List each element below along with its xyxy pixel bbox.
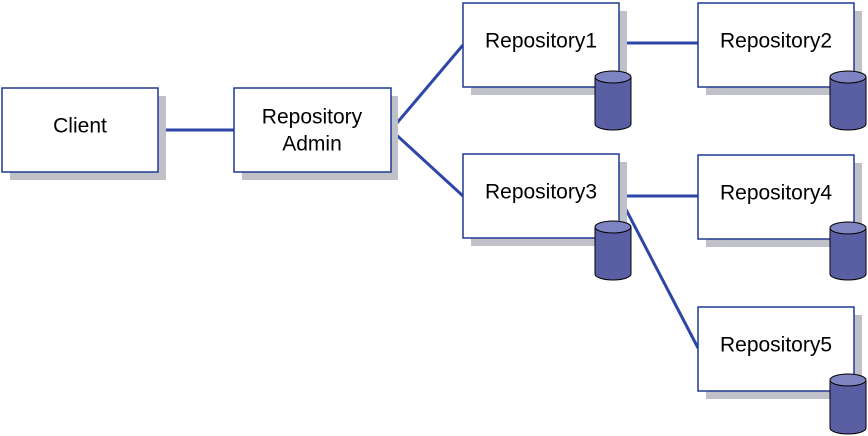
client-box xyxy=(1,87,159,173)
connector-admin-repo1 xyxy=(389,44,465,131)
node-repository-admin[interactable]: Repository Admin xyxy=(233,87,398,180)
database-icon-body xyxy=(594,76,632,131)
database-icon-body xyxy=(829,227,867,281)
repo5-label: Repository5 xyxy=(720,334,832,357)
repo1-box xyxy=(462,2,620,88)
admin-box xyxy=(233,87,392,173)
connector-admin-repo3 xyxy=(389,128,465,198)
node-client[interactable]: Client xyxy=(1,87,166,180)
node-repository4[interactable]: Repository4 xyxy=(697,154,867,281)
database-icon-top xyxy=(829,221,867,235)
database-icon-top xyxy=(829,70,867,84)
repo3-box xyxy=(462,153,620,239)
database-icon-top xyxy=(594,70,632,84)
node-repository2[interactable]: Repository2 xyxy=(697,2,867,131)
database-icon-top xyxy=(829,373,867,387)
database-icon xyxy=(829,373,867,435)
repo5-box xyxy=(697,306,855,392)
node-repository1[interactable]: Repository1 xyxy=(462,2,632,131)
repo1-label: Repository1 xyxy=(485,30,597,53)
admin-label-line2: Admin xyxy=(282,133,342,156)
database-icon xyxy=(829,221,867,281)
database-icon-body xyxy=(829,76,867,131)
connectors xyxy=(158,41,700,349)
repo4-label: Repository4 xyxy=(720,182,832,205)
database-icon-body xyxy=(594,226,632,281)
repo2-label: Repository2 xyxy=(720,30,832,53)
database-icon xyxy=(829,70,867,131)
connector-repo3-repo5 xyxy=(617,195,700,349)
database-icon xyxy=(594,220,632,281)
database-icon xyxy=(594,70,632,131)
database-icon-top xyxy=(594,220,632,234)
repo4-box xyxy=(697,154,855,240)
repo2-box xyxy=(697,2,855,88)
node-repository5[interactable]: Repository5 xyxy=(697,306,867,435)
admin-label-line1: Repository xyxy=(262,106,363,129)
database-icon-body xyxy=(829,379,867,435)
repo3-label: Repository3 xyxy=(485,181,597,204)
client-label: Client xyxy=(53,115,107,138)
node-repository3[interactable]: Repository3 xyxy=(462,153,632,281)
